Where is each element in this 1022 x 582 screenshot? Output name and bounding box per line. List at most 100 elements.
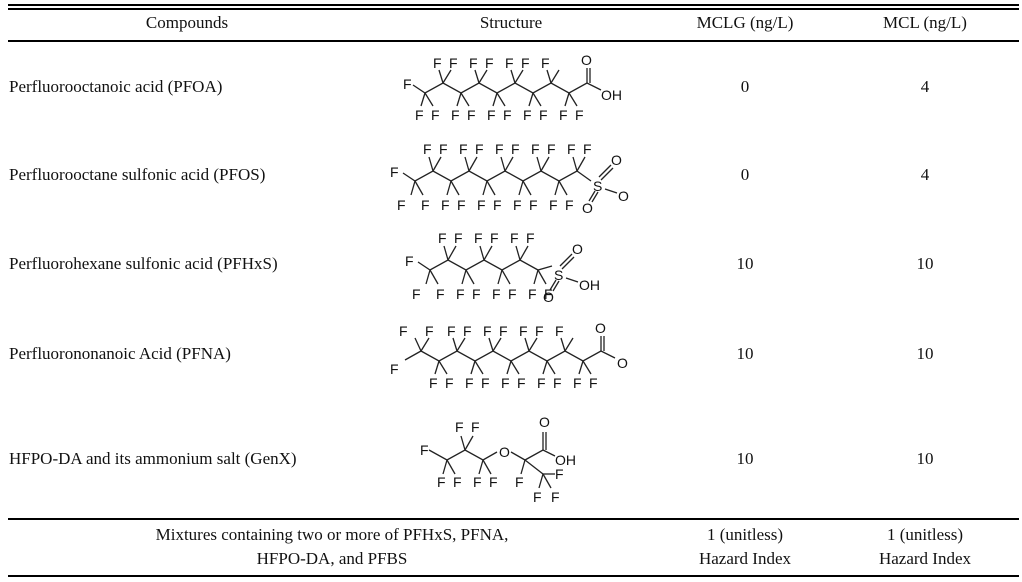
- svg-text:F: F: [501, 375, 510, 391]
- svg-text:F: F: [454, 230, 463, 246]
- mixture-mclg-line1: 1 (unitless): [706, 525, 784, 544]
- svg-text:F: F: [447, 323, 456, 339]
- svg-text:OH: OH: [555, 452, 576, 468]
- svg-text:F: F: [535, 323, 544, 339]
- svg-text:F: F: [559, 107, 568, 123]
- svg-text:F: F: [493, 197, 502, 213]
- mcl-value: 10: [916, 344, 934, 363]
- svg-text:F: F: [412, 286, 421, 302]
- svg-text:F: F: [513, 197, 522, 213]
- svg-text:F: F: [451, 107, 460, 123]
- header-mcl: MCL (ng/L): [883, 13, 967, 32]
- svg-text:F: F: [528, 286, 537, 302]
- svg-text:S: S: [554, 267, 563, 283]
- svg-text:F: F: [549, 197, 558, 213]
- svg-text:F: F: [490, 230, 499, 246]
- mcl-value: 10: [916, 449, 934, 468]
- svg-text:F: F: [523, 107, 532, 123]
- svg-text:F: F: [433, 55, 442, 71]
- svg-text:F: F: [515, 474, 524, 490]
- svg-text:F: F: [421, 197, 430, 213]
- svg-text:F: F: [567, 141, 576, 157]
- svg-text:F: F: [505, 55, 514, 71]
- mclg-value: 10: [736, 254, 754, 273]
- svg-text:F: F: [555, 323, 564, 339]
- compound-name: Perfluorooctane sulfonic acid (PFOS): [9, 165, 266, 184]
- mixture-compound-line1: Mixtures containing two or more of PFHxS…: [155, 525, 509, 544]
- svg-text:F: F: [455, 419, 464, 435]
- svg-text:F: F: [526, 230, 535, 246]
- mclg-value: 0: [740, 77, 750, 96]
- svg-text:F: F: [436, 286, 445, 302]
- svg-text:F: F: [510, 230, 519, 246]
- svg-text:F: F: [589, 375, 598, 391]
- svg-text:F: F: [553, 375, 562, 391]
- compound-name: Perfluorononanoic Acid (PFNA): [9, 344, 231, 363]
- svg-text:F: F: [555, 466, 564, 482]
- svg-text:F: F: [521, 55, 530, 71]
- mcl-value: 4: [920, 77, 930, 96]
- compound-name: HFPO-DA and its ammonium salt (GenX): [9, 449, 297, 468]
- svg-text:F: F: [469, 55, 478, 71]
- svg-text:F: F: [390, 361, 399, 377]
- svg-text:F: F: [471, 419, 480, 435]
- svg-text:S: S: [593, 178, 602, 194]
- compound-name: Perfluorohexane sulfonic acid (PFHxS): [9, 254, 278, 273]
- svg-text:O: O: [499, 444, 510, 460]
- svg-text:O: O: [595, 320, 606, 336]
- svg-text:F: F: [399, 323, 408, 339]
- mclg-value: 10: [736, 344, 754, 363]
- mixture-mcl-line2: Hazard Index: [878, 549, 972, 568]
- svg-text:F: F: [425, 323, 434, 339]
- svg-text:F: F: [519, 323, 528, 339]
- svg-text:O: O: [572, 241, 583, 257]
- top-rule-1: [8, 4, 1019, 6]
- mcl-value: 4: [920, 165, 930, 184]
- svg-text:F: F: [463, 323, 472, 339]
- svg-text:F: F: [492, 286, 501, 302]
- svg-text:F: F: [465, 375, 474, 391]
- svg-text:F: F: [475, 141, 484, 157]
- svg-text:F: F: [511, 141, 520, 157]
- svg-text:F: F: [445, 375, 454, 391]
- svg-text:F: F: [481, 375, 490, 391]
- svg-text:F: F: [423, 141, 432, 157]
- svg-text:F: F: [483, 323, 492, 339]
- mixture-compound-line2: HFPO-DA, and PFBS: [256, 549, 408, 568]
- svg-text:F: F: [405, 253, 414, 269]
- svg-text:F: F: [390, 164, 399, 180]
- svg-text:F: F: [457, 197, 466, 213]
- mcl-value: 10: [916, 254, 934, 273]
- svg-text:F: F: [431, 107, 440, 123]
- svg-text:F: F: [575, 107, 584, 123]
- svg-text:O: O: [582, 200, 593, 215]
- svg-text:F: F: [508, 286, 517, 302]
- compound-name: Perfluorooctanoic acid (PFOA): [9, 77, 223, 96]
- svg-text:OH: OH: [601, 87, 622, 103]
- svg-text:F: F: [517, 375, 526, 391]
- header-bottom-rule: [8, 40, 1019, 42]
- svg-text:O: O: [617, 355, 628, 371]
- svg-text:F: F: [531, 141, 540, 157]
- svg-text:F: F: [583, 141, 592, 157]
- svg-text:O: O: [581, 52, 592, 68]
- svg-text:F: F: [489, 474, 498, 490]
- svg-text:O: O: [539, 414, 550, 430]
- svg-text:F: F: [441, 197, 450, 213]
- svg-text:F: F: [472, 286, 481, 302]
- svg-text:F: F: [547, 141, 556, 157]
- svg-text:F: F: [485, 55, 494, 71]
- top-rule-2: [8, 8, 1019, 10]
- svg-text:F: F: [565, 197, 574, 213]
- svg-text:F: F: [495, 141, 504, 157]
- mixture-mclg-line2: Hazard Index: [698, 549, 792, 568]
- mixture-top-rule: [8, 518, 1019, 520]
- svg-text:F: F: [415, 107, 424, 123]
- mclg-value: 10: [736, 449, 754, 468]
- svg-text:F: F: [449, 55, 458, 71]
